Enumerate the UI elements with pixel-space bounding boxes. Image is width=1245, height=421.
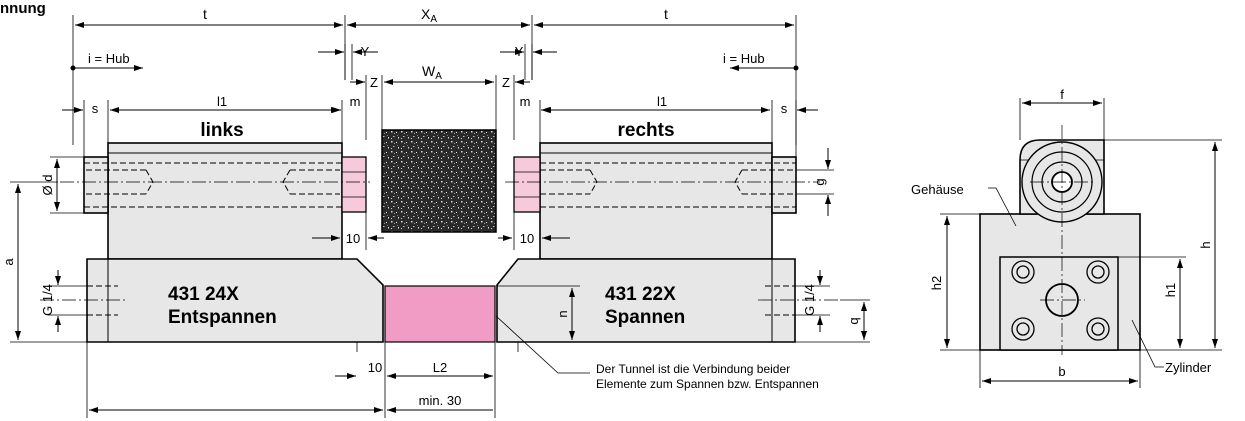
m-right-label: m	[520, 94, 531, 109]
t-right-label: t	[664, 6, 668, 22]
y-right-label: Y	[515, 44, 524, 59]
side-view: f Gehäuse h h1 h2 b Zylinder	[911, 87, 1222, 388]
hub-left-label: i = Hub	[88, 51, 130, 66]
bottom-dimensions: 10 L2 min. 30 Der Tunnel ist die Verbind…	[89, 315, 819, 418]
right-nut	[513, 156, 541, 213]
t-left-label: t	[203, 6, 207, 22]
left-housing	[86, 258, 384, 343]
a-label: a	[1, 258, 16, 266]
min30-label: min. 30	[419, 393, 462, 408]
h-label: h	[1198, 241, 1213, 248]
side-dimensions: Ø d a G 1/4 g G 1/4 q n	[1, 148, 870, 343]
part-right-number: 431 22X	[605, 284, 676, 305]
b-label: b	[1058, 364, 1065, 379]
ten-right-label: 10	[520, 231, 534, 246]
g14-right-label: G 1/4	[802, 284, 817, 316]
tunnel-note-line1: Der Tunnel ist die Verbindung beider	[596, 362, 790, 376]
xa-label: XA	[421, 6, 437, 25]
workpiece	[381, 129, 497, 233]
l2-label: L2	[433, 360, 447, 375]
h1-label: h1	[1163, 283, 1178, 297]
zylinder-label: Zylinder	[1165, 360, 1212, 375]
l1-left-label: l1	[217, 94, 227, 109]
ten-left-label: 10	[346, 231, 360, 246]
hub-right-label: i = Hub	[723, 51, 765, 66]
g-label: g	[812, 178, 827, 185]
top-dimensions: t XA t Y Y i = Hub i = Hub WA	[62, 6, 818, 157]
z-right-label: Z	[502, 75, 510, 90]
left-rod-stub	[83, 156, 109, 214]
l1-right-label: l1	[657, 94, 667, 109]
h2-label: h2	[929, 276, 944, 290]
part-left-name: Entspannen	[168, 307, 277, 328]
f-label: f	[1060, 87, 1064, 102]
s-left-label: s	[92, 101, 99, 116]
z-left-label: Z	[370, 75, 378, 90]
rechts-label: rechts	[617, 120, 674, 141]
od-label: Ø d	[40, 175, 55, 196]
s-right-label: s	[781, 101, 788, 116]
y-left-label: Y	[361, 44, 370, 59]
tunnel-note-line2: Elemente zum Spannen bzw. Entspannen	[596, 377, 819, 391]
left-nut	[341, 156, 367, 213]
g14-left-label: G 1/4	[40, 284, 55, 316]
part-left-number: 431 24X	[168, 284, 239, 305]
n-label: n	[555, 310, 570, 317]
page-title: nnung	[0, 0, 46, 17]
gehause-label: Gehäuse	[911, 182, 964, 197]
right-rod-stub	[771, 156, 797, 214]
m-left-label: m	[350, 94, 361, 109]
wa-label: WA	[422, 63, 442, 82]
ten-bottom-label: 10	[368, 360, 382, 375]
q-label: q	[846, 317, 861, 324]
links-label: links	[200, 120, 243, 141]
right-cylinder-body	[539, 142, 773, 260]
left-element	[40, 142, 384, 343]
left-cylinder-body	[107, 142, 343, 260]
tunnel	[384, 285, 496, 343]
part-right-name: Spannen	[605, 307, 685, 328]
